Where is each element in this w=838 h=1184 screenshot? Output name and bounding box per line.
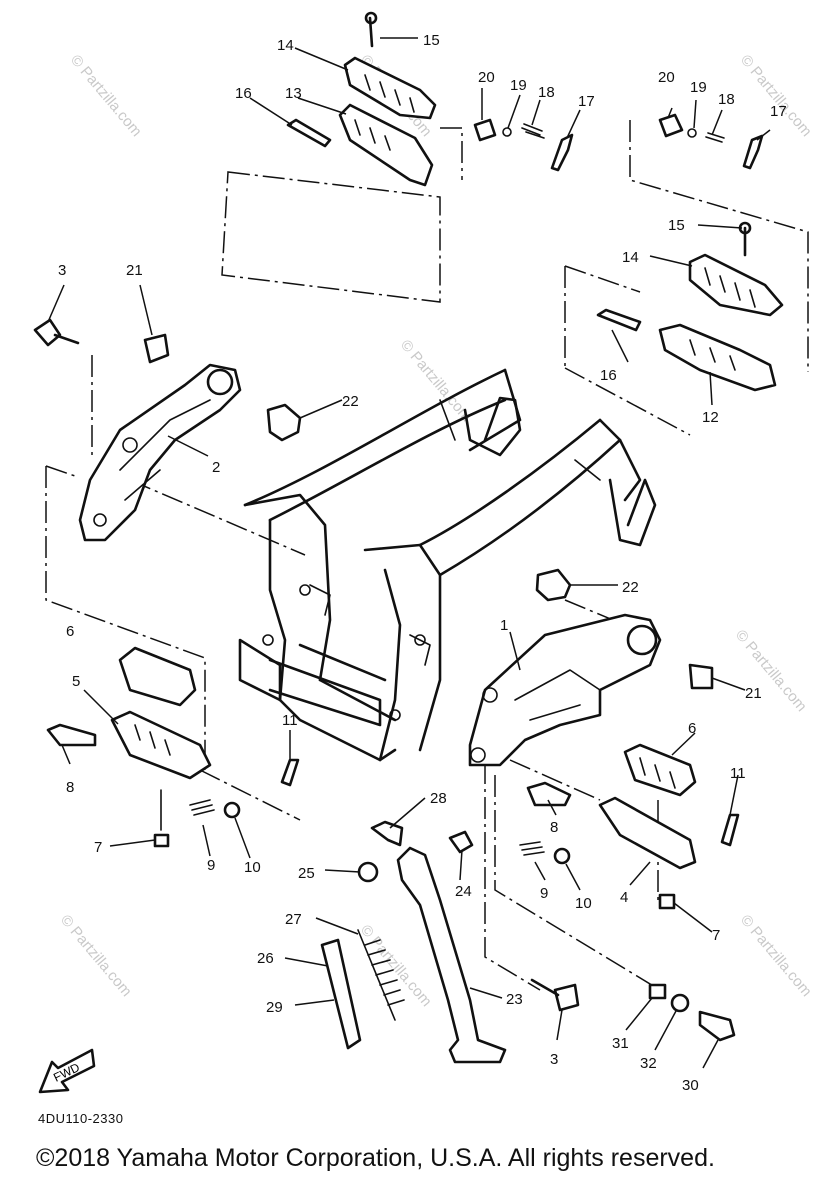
callout-2: 2 [212, 459, 220, 476]
callout-3: 3 [58, 262, 66, 279]
callout-24: 24 [455, 883, 472, 900]
callout-22: 22 [622, 579, 639, 596]
callout-8: 8 [550, 819, 558, 836]
callout-16: 16 [235, 85, 252, 102]
callout-7: 7 [712, 927, 720, 944]
sidestand [320, 820, 736, 1064]
watermark: © Partzilla.com [357, 922, 435, 1010]
rear-footrest-right [596, 221, 784, 392]
callout-27: 27 [285, 911, 302, 928]
main-frame [238, 368, 657, 762]
rear-footrest-left [286, 11, 437, 187]
callout-21: 21 [745, 685, 762, 702]
callout-5: 5 [72, 673, 80, 690]
right-front-footrest [526, 743, 697, 870]
copyright-notice: ©2018 Yamaha Motor Corporation, U.S.A. A… [36, 1144, 715, 1172]
callout-19: 19 [690, 79, 707, 96]
callout-20: 20 [478, 69, 495, 86]
callout-29: 29 [266, 999, 283, 1016]
bushing-21-right [688, 663, 714, 690]
callout-31: 31 [612, 1035, 629, 1052]
callout-10: 10 [244, 859, 261, 876]
hardware-17-20-left [473, 118, 574, 172]
watermark: © Partzilla.com [732, 627, 810, 715]
right-footrest-bracket [468, 613, 662, 767]
callout-11: 11 [730, 765, 746, 782]
watermark: © Partzilla.com [67, 52, 145, 140]
callout-19: 19 [510, 77, 527, 94]
callout-14: 14 [622, 249, 639, 266]
watermark: © Partzilla.com [737, 52, 815, 140]
callout-16: 16 [600, 367, 617, 384]
watermark: © Partzilla.com [57, 912, 135, 1000]
callout-17: 17 [770, 103, 787, 120]
callout-20: 20 [658, 69, 675, 86]
callout-14: 14 [277, 37, 294, 54]
callout-9: 9 [540, 885, 548, 902]
bolt-3-lower [530, 978, 580, 1012]
callout-25: 25 [298, 865, 315, 882]
callout-8: 8 [66, 779, 74, 796]
callout-10: 10 [575, 895, 592, 912]
diagram-code: 4DU110-2330 [38, 1111, 124, 1126]
left-front-footrest [46, 646, 212, 780]
callout-23: 23 [506, 991, 523, 1008]
callout-18: 18 [538, 84, 555, 101]
callout-13: 13 [285, 85, 302, 102]
left-footrest-bracket [78, 363, 242, 542]
collar-22-right [535, 568, 572, 602]
callout-7: 7 [94, 839, 102, 856]
callouts: 15 14 16 13 20 19 18 17 20 19 18 17 15 1… [58, 32, 787, 1094]
assembly-guides [45, 120, 809, 991]
hardware-right-lower [519, 813, 740, 910]
callout-32: 32 [640, 1055, 657, 1072]
collar-22-left [266, 403, 302, 442]
callout-6: 6 [66, 623, 74, 640]
callout-12: 12 [702, 409, 719, 426]
callout-15: 15 [423, 32, 440, 49]
watermark: © Partzilla.com [397, 337, 475, 425]
bolt-3-upper [33, 318, 80, 347]
watermark: © Partzilla.com [737, 912, 815, 1000]
callout-18: 18 [718, 91, 735, 108]
callout-22: 22 [342, 393, 359, 410]
callout-4: 4 [620, 889, 628, 906]
forward-arrow: FWD [38, 1048, 96, 1094]
callout-15: 15 [668, 217, 685, 234]
callout-28: 28 [430, 790, 447, 807]
hardware-left-lower [153, 758, 300, 848]
leader-lines [47, 37, 771, 1069]
watermarks: © Partzilla.com © Partzilla.com © Partzi… [57, 52, 815, 1010]
callout-11: 11 [282, 712, 298, 729]
callout-30: 30 [682, 1077, 699, 1094]
hardware-17-20-right [658, 113, 764, 170]
bushing-21-left [143, 333, 170, 364]
callout-3: 3 [550, 1051, 558, 1068]
callout-26: 26 [257, 950, 274, 967]
callout-9: 9 [207, 857, 215, 874]
callout-6: 6 [688, 720, 696, 737]
callout-1: 1 [500, 617, 508, 634]
callout-21: 21 [126, 262, 143, 279]
callout-17: 17 [578, 93, 595, 110]
